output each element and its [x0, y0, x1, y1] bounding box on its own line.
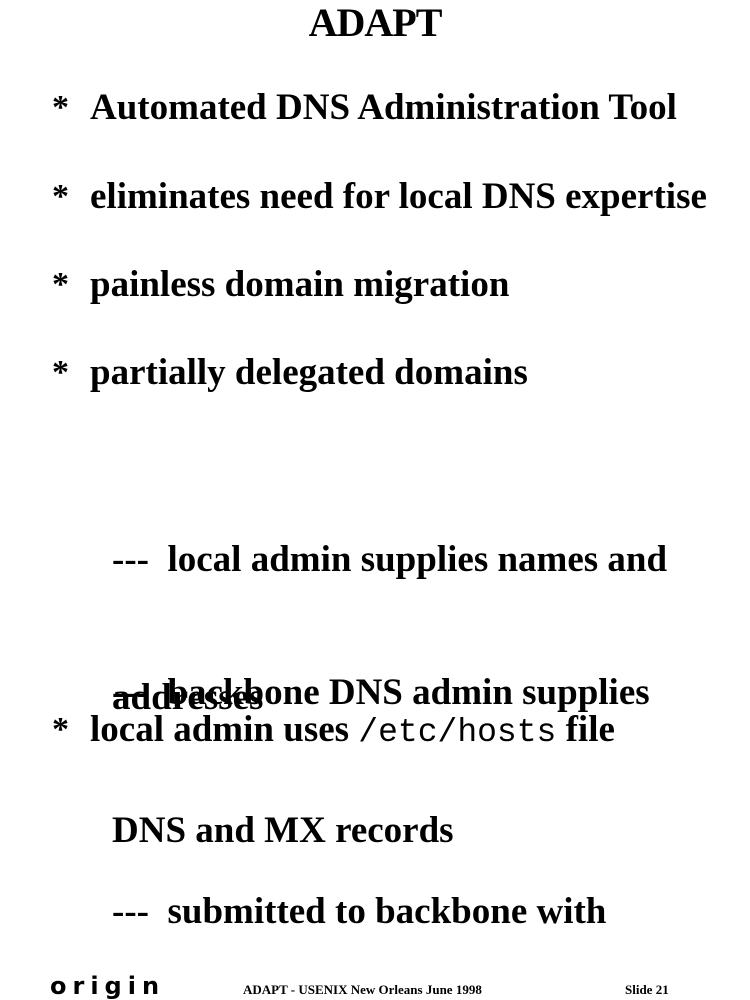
- bullet-item-painless-migration: * painless domain migration: [52, 262, 509, 308]
- bullet-text: painless domain migration: [90, 264, 510, 305]
- sub-item-line: --- submitted to backbone with: [112, 891, 607, 932]
- bullet-text: local admin uses /etc/hosts file: [90, 707, 615, 756]
- asterisk-bullet-icon: *: [52, 178, 69, 215]
- sub-item-local-admin-supplies: --- local admin supplies names and addre…: [112, 445, 712, 813]
- sub-item-line: --- local admin supplies names and: [112, 539, 668, 580]
- bullet-item-partially-delegated: * partially delegated domains: [52, 350, 528, 396]
- bullet-text: partially delegated domains: [90, 352, 528, 393]
- bullet-text: Automated DNS Administration Tool: [90, 87, 677, 128]
- sub-item-submitted-dnssend: --- submitted to backbone with dnssend: [112, 797, 712, 1000]
- bullet-text-post: file: [556, 709, 615, 750]
- sub-item-backbone-dns-supplies: --- backbone DNS admin supplies DNS and …: [112, 578, 712, 946]
- bullet-item-etc-hosts: * local admin uses /etc/hosts file: [52, 707, 615, 756]
- slide-title: ADAPT: [308, 0, 443, 45]
- bullet-item-eliminates-expertise: * eliminates need for local DNS expertis…: [52, 174, 707, 220]
- slide-number: Slide 21: [625, 982, 669, 997]
- bullet-text-pre: local admin uses: [90, 709, 359, 750]
- sub-item-line: addresses: [112, 677, 264, 718]
- origin-logo: origin: [50, 972, 166, 1000]
- bullet-item-automated-dns: * Automated DNS Administration Tool: [52, 85, 677, 131]
- sub-item-line: DNS and MX records: [112, 810, 454, 851]
- etc-hosts-code: /etc/hosts: [358, 714, 557, 751]
- footer-caption: ADAPT - USENIX New Orleans June 1998: [243, 982, 482, 997]
- bullet-text: eliminates need for local DNS expertise: [90, 176, 707, 217]
- asterisk-bullet-icon: *: [52, 354, 69, 391]
- sub-item-line: --- backbone DNS admin supplies: [112, 672, 650, 713]
- asterisk-bullet-icon: *: [52, 711, 69, 748]
- asterisk-bullet-icon: *: [52, 89, 69, 126]
- asterisk-bullet-icon: *: [52, 266, 69, 303]
